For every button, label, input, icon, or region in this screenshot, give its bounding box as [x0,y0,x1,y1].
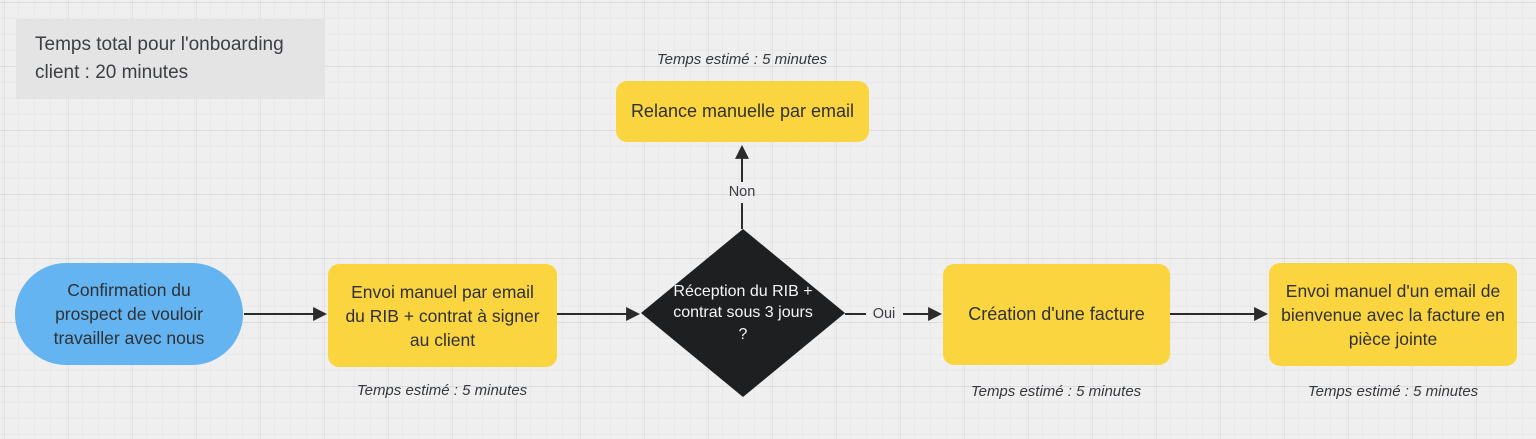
node-welcome[interactable]: Envoi manuel d'un email de bienvenue ave… [1269,263,1517,366]
caption-send-rib: Temps estimé : 5 minutes [356,382,528,399]
node-send-rib-label: Envoi manuel par email du RIB + contrat … [345,281,540,350]
node-decision-label: Réception du RIB + contrat sous 3 jours … [673,282,813,343]
node-start[interactable]: Confirmation du prospect de vouloir trav… [15,263,243,365]
node-relance[interactable]: Relance manuelle par email [616,81,869,142]
node-send-rib[interactable]: Envoi manuel par email du RIB + contrat … [328,264,557,367]
edge-label-oui: Oui [872,306,896,322]
total-time-note-text: Temps total pour l'onboarding client : 2… [35,34,284,83]
edge-label-non: Non [728,184,756,200]
node-relance-label: Relance manuelle par email [630,101,855,121]
node-start-label: Confirmation du prospect de vouloir trav… [53,280,205,348]
node-facture[interactable]: Création d'une facture [943,264,1170,365]
caption-welcome: Temps estimé : 5 minutes [1307,383,1479,400]
node-welcome-label: Envoi manuel d'un email de bienvenue ave… [1281,280,1505,349]
caption-relance: Temps estimé : 5 minutes [656,51,828,68]
node-facture-label: Création d'une facture [968,304,1145,324]
caption-facture: Temps estimé : 5 minutes [970,383,1142,400]
total-time-note[interactable]: Temps total pour l'onboarding client : 2… [16,19,325,99]
